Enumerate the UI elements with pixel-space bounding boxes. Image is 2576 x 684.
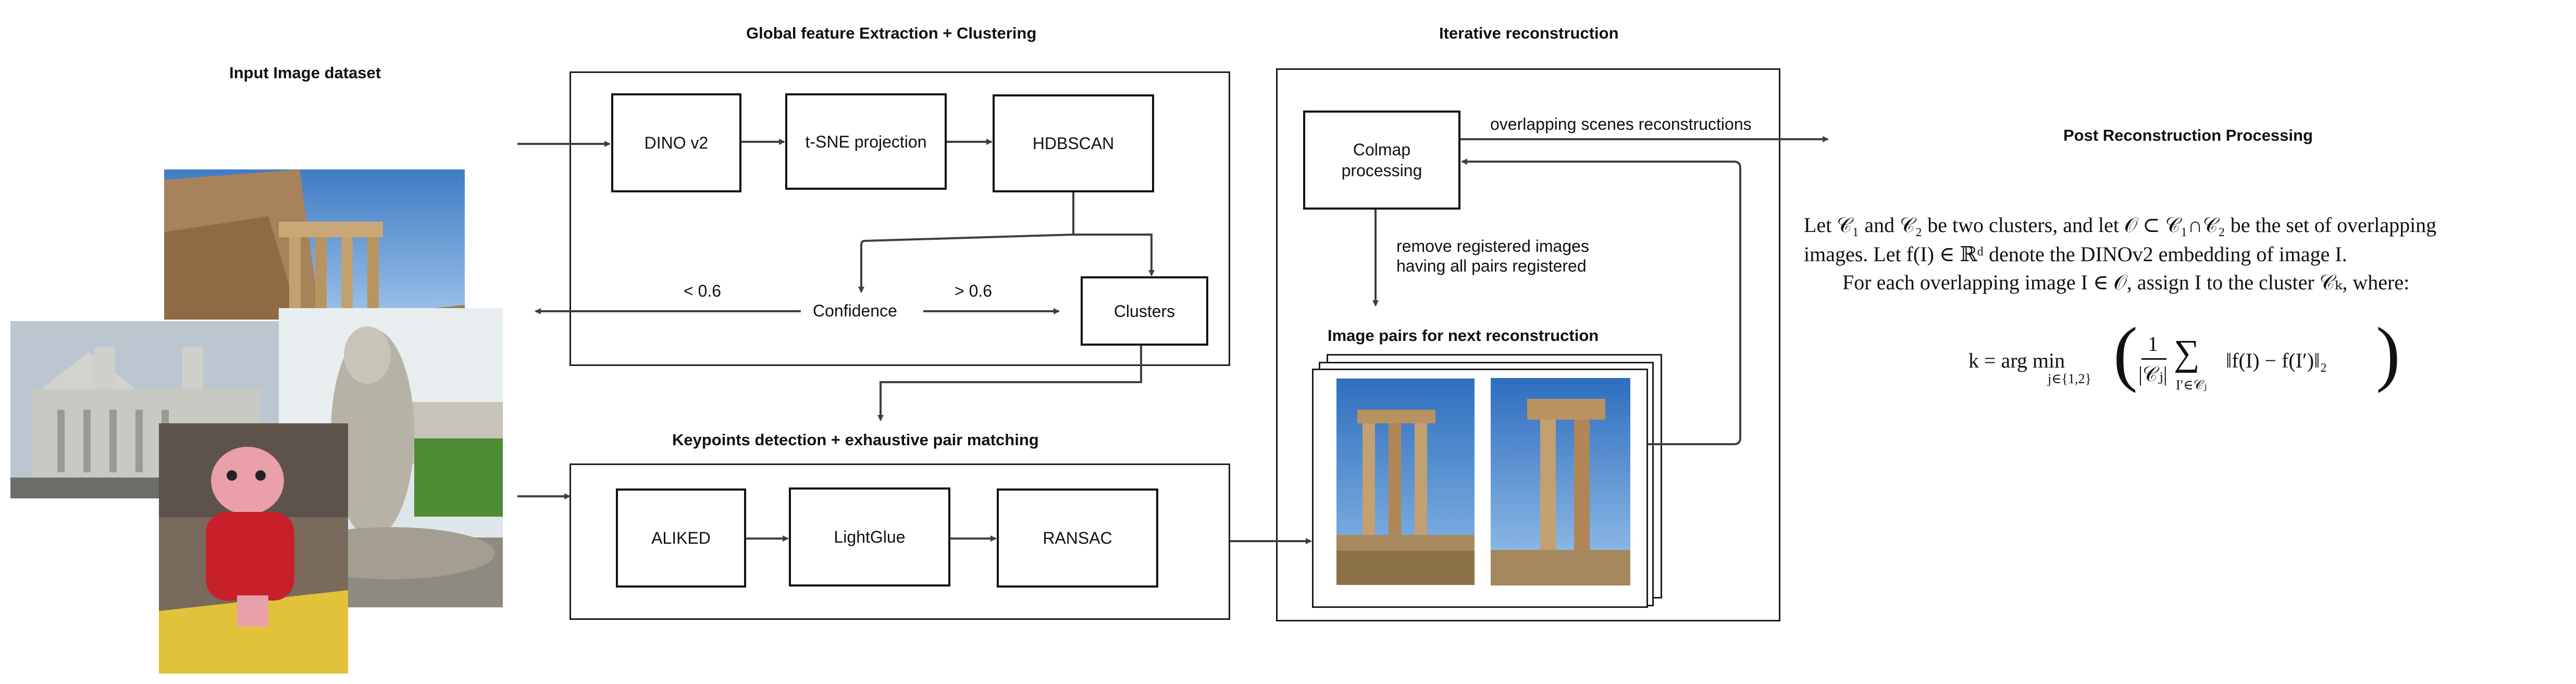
eq-norm: ‖f(I) − f(I′)‖₂ <box>2226 349 2327 372</box>
global-feature-title: Global feature Extraction + Clustering <box>746 24 1037 42</box>
temple-ruins-photo <box>164 169 465 320</box>
clusters-node: Clusters <box>1081 276 1208 346</box>
eq-frac-den: |𝒞ⱼ| <box>2138 362 2168 386</box>
colmap-node: Colmap processing <box>1303 111 1460 210</box>
confidence-label: Confidence <box>813 301 897 320</box>
post-text-line1: Let 𝒞₁ and 𝒞₂ be two clusters, and let 𝒪… <box>1804 213 2437 237</box>
eq-frac-num: 1 <box>2148 332 2158 356</box>
statue-photo <box>279 308 503 607</box>
pair-photo-right <box>1491 378 1630 585</box>
eq-paren-right: ) <box>2376 313 2400 394</box>
pair-photo-left <box>1336 378 1475 585</box>
cathedral-photo <box>10 321 279 498</box>
high-threshold-label: > 0.6 <box>955 282 993 300</box>
input-dataset-title: Input Image dataset <box>229 64 381 82</box>
colmap-line2: processing <box>1341 161 1422 180</box>
colmap-line1: Colmap <box>1353 140 1411 159</box>
dino-node: DINO v2 <box>611 93 741 192</box>
post-text-line3: For each overlapping image I ∈ 𝒪, assign… <box>1842 271 2410 294</box>
eq-paren-left: ( <box>2113 313 2138 394</box>
remove-label-line2: having all pairs registered <box>1396 256 1587 275</box>
toy-photo <box>159 423 348 674</box>
hdbscan-node: HDBSCAN <box>993 94 1154 192</box>
post-text-line2: images. Let f(I) ∈ ℝᵈ denote the DINOv2 … <box>1804 242 2347 266</box>
image-pairs-title: Image pairs for next reconstruction <box>1328 326 1599 345</box>
arrow-hdbscan-to-confidence <box>858 234 1074 293</box>
low-threshold-label: < 0.6 <box>684 282 722 300</box>
eq-sub: j∈{1,2} <box>2048 371 2091 386</box>
remove-label-line1: remove registered images <box>1396 237 1589 255</box>
iterative-title: Iterative reconstruction <box>1439 24 1619 42</box>
arrow-pairs-loop-back <box>1461 158 1741 445</box>
ransac-node: RANSAC <box>997 488 1158 588</box>
post-processing-title: Post Reconstruction Processing <box>2063 126 2313 144</box>
eq-lhs: k = arg min <box>1968 349 2065 372</box>
eq-frac-bar <box>2141 358 2166 360</box>
eq-sum: ∑ <box>2174 333 2200 373</box>
tsne-node: t-SNE projection <box>785 93 947 190</box>
eq-sum-sub: I′∈𝒞ⱼ <box>2176 377 2207 393</box>
arrow-clusters-to-keypoints <box>877 346 1142 421</box>
lightglue-node: LightGlue <box>789 487 950 587</box>
overlap-label: overlapping scenes reconstructions <box>1490 115 1752 133</box>
arrow-hdbscan-to-clusters <box>1072 192 1155 276</box>
aliked-node: ALIKED <box>616 488 746 588</box>
keypoints-title: Keypoints detection + exhaustive pair ma… <box>672 431 1039 449</box>
